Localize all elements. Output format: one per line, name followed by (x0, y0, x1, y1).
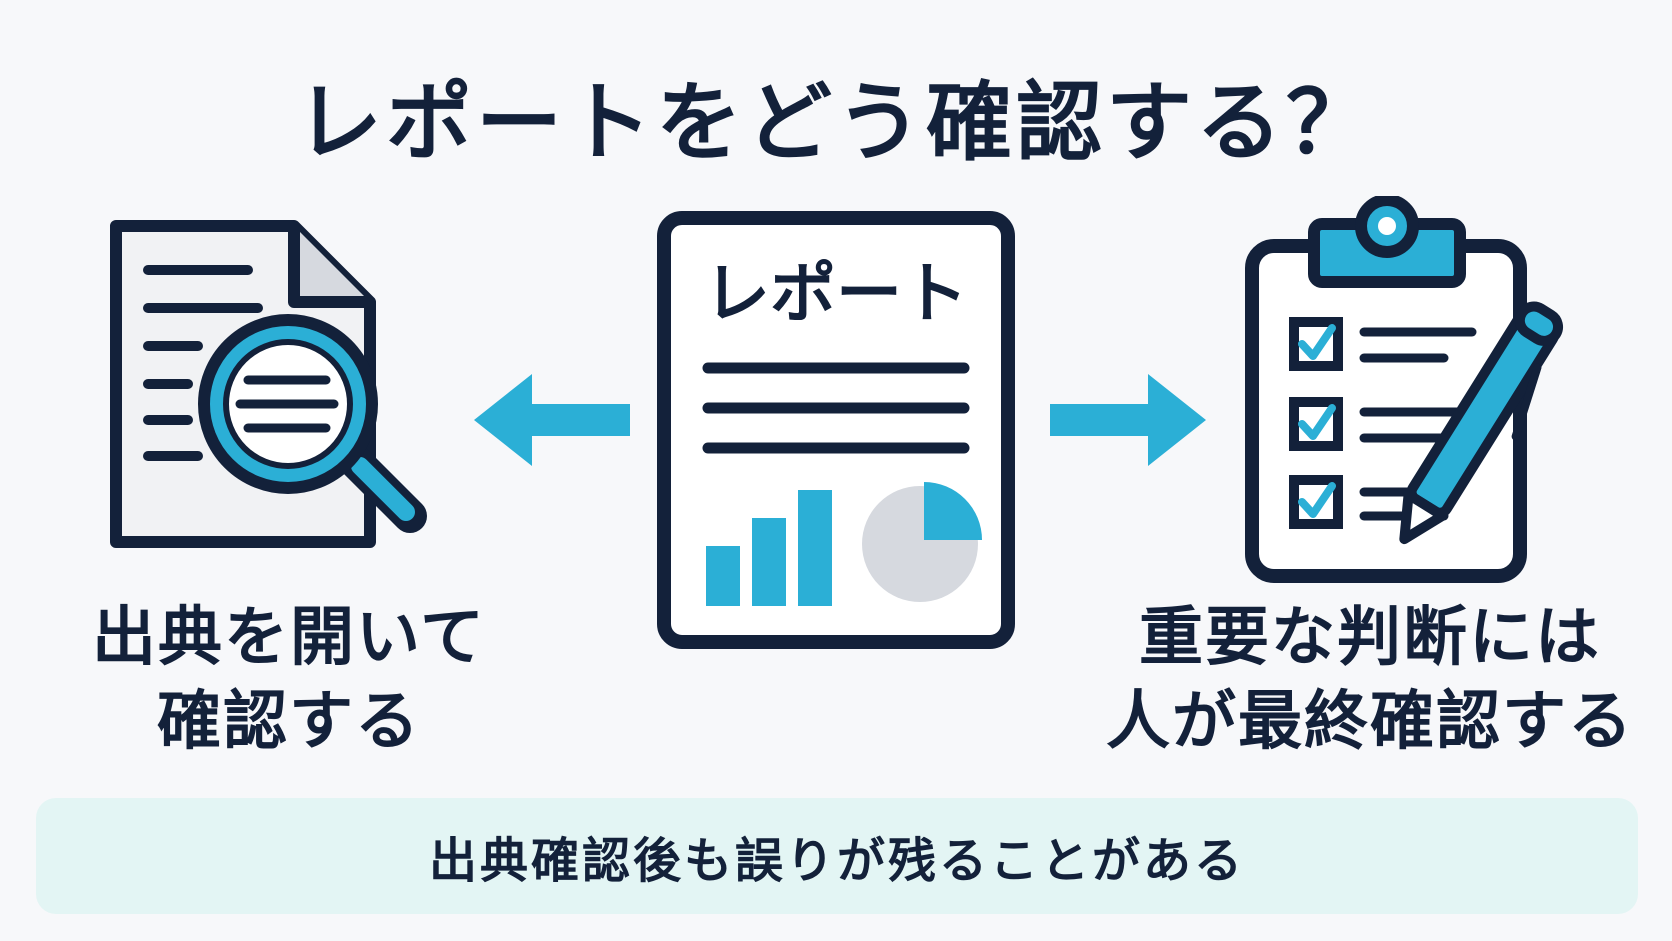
right-caption: 重要な判断には 人が最終確認する (1080, 596, 1660, 764)
arrow-right-icon (1046, 374, 1206, 470)
page-title: レポートをどう確認する？ (296, 73, 1376, 173)
right-caption-line1: 重要な判断には (1139, 601, 1601, 675)
arrow-left-icon (474, 374, 634, 470)
report-label: レポート (704, 255, 968, 332)
right-caption-line2: 人が最終確認する (1106, 685, 1634, 759)
footer-note-text: 出典確認後も誤りが残ることがある (428, 833, 1245, 889)
footer-note: 出典確認後も誤りが残ることがある (36, 798, 1638, 914)
document-magnifier-icon (108, 218, 448, 582)
left-caption: 出典を開いて 確認する (54, 596, 524, 764)
left-caption-line2: 確認する (157, 685, 421, 759)
pen-icon (1399, 301, 1564, 545)
report-document-icon: レポート (656, 210, 1016, 654)
left-caption-line1: 出典を開いて (91, 601, 487, 675)
clipboard-checklist-icon (1244, 194, 1624, 590)
